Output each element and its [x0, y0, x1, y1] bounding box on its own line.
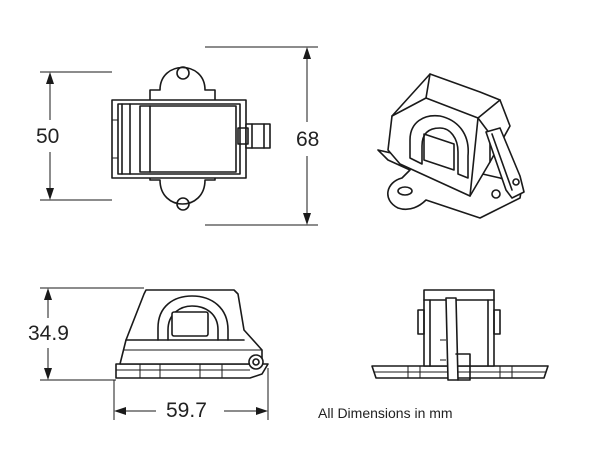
units-note: All Dimensions in mm — [318, 405, 453, 421]
front-view-height-dimension: 34.9 — [28, 322, 69, 345]
top-view-body — [111, 99, 247, 179]
top-view-height-dimension: 68 — [296, 128, 320, 151]
front-view-width-dimension: 59.7 — [166, 399, 207, 422]
isometric-view — [377, 73, 525, 219]
front-view-opening — [157, 295, 229, 341]
top-view — [40, 46, 318, 226]
front-view — [40, 287, 269, 420]
side-view-latch — [445, 297, 459, 381]
top-mount-hole — [176, 66, 190, 80]
iso-opening — [409, 114, 469, 179]
top-view-width-dimension: 50 — [36, 125, 60, 148]
bottom-mount-hole — [176, 197, 190, 211]
latch-tab — [245, 123, 271, 149]
side-view — [371, 289, 549, 381]
front-view-base — [115, 363, 269, 379]
front-view-pivot — [248, 354, 264, 370]
